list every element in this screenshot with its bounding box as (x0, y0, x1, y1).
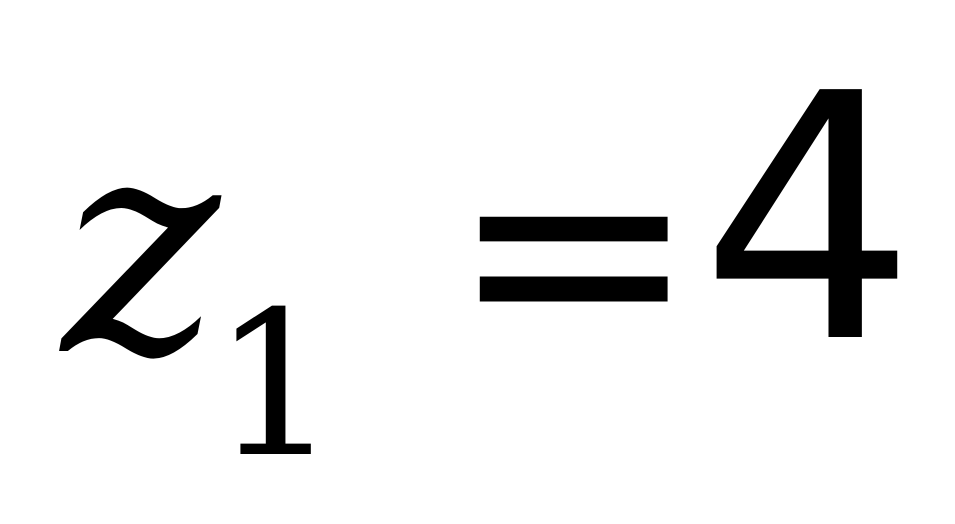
equation-subscript: 1 (212, 269, 340, 502)
equation-value: 4 (700, 22, 917, 418)
equation-variable: z (62, 73, 221, 422)
equals-sign: = (448, 75, 700, 424)
